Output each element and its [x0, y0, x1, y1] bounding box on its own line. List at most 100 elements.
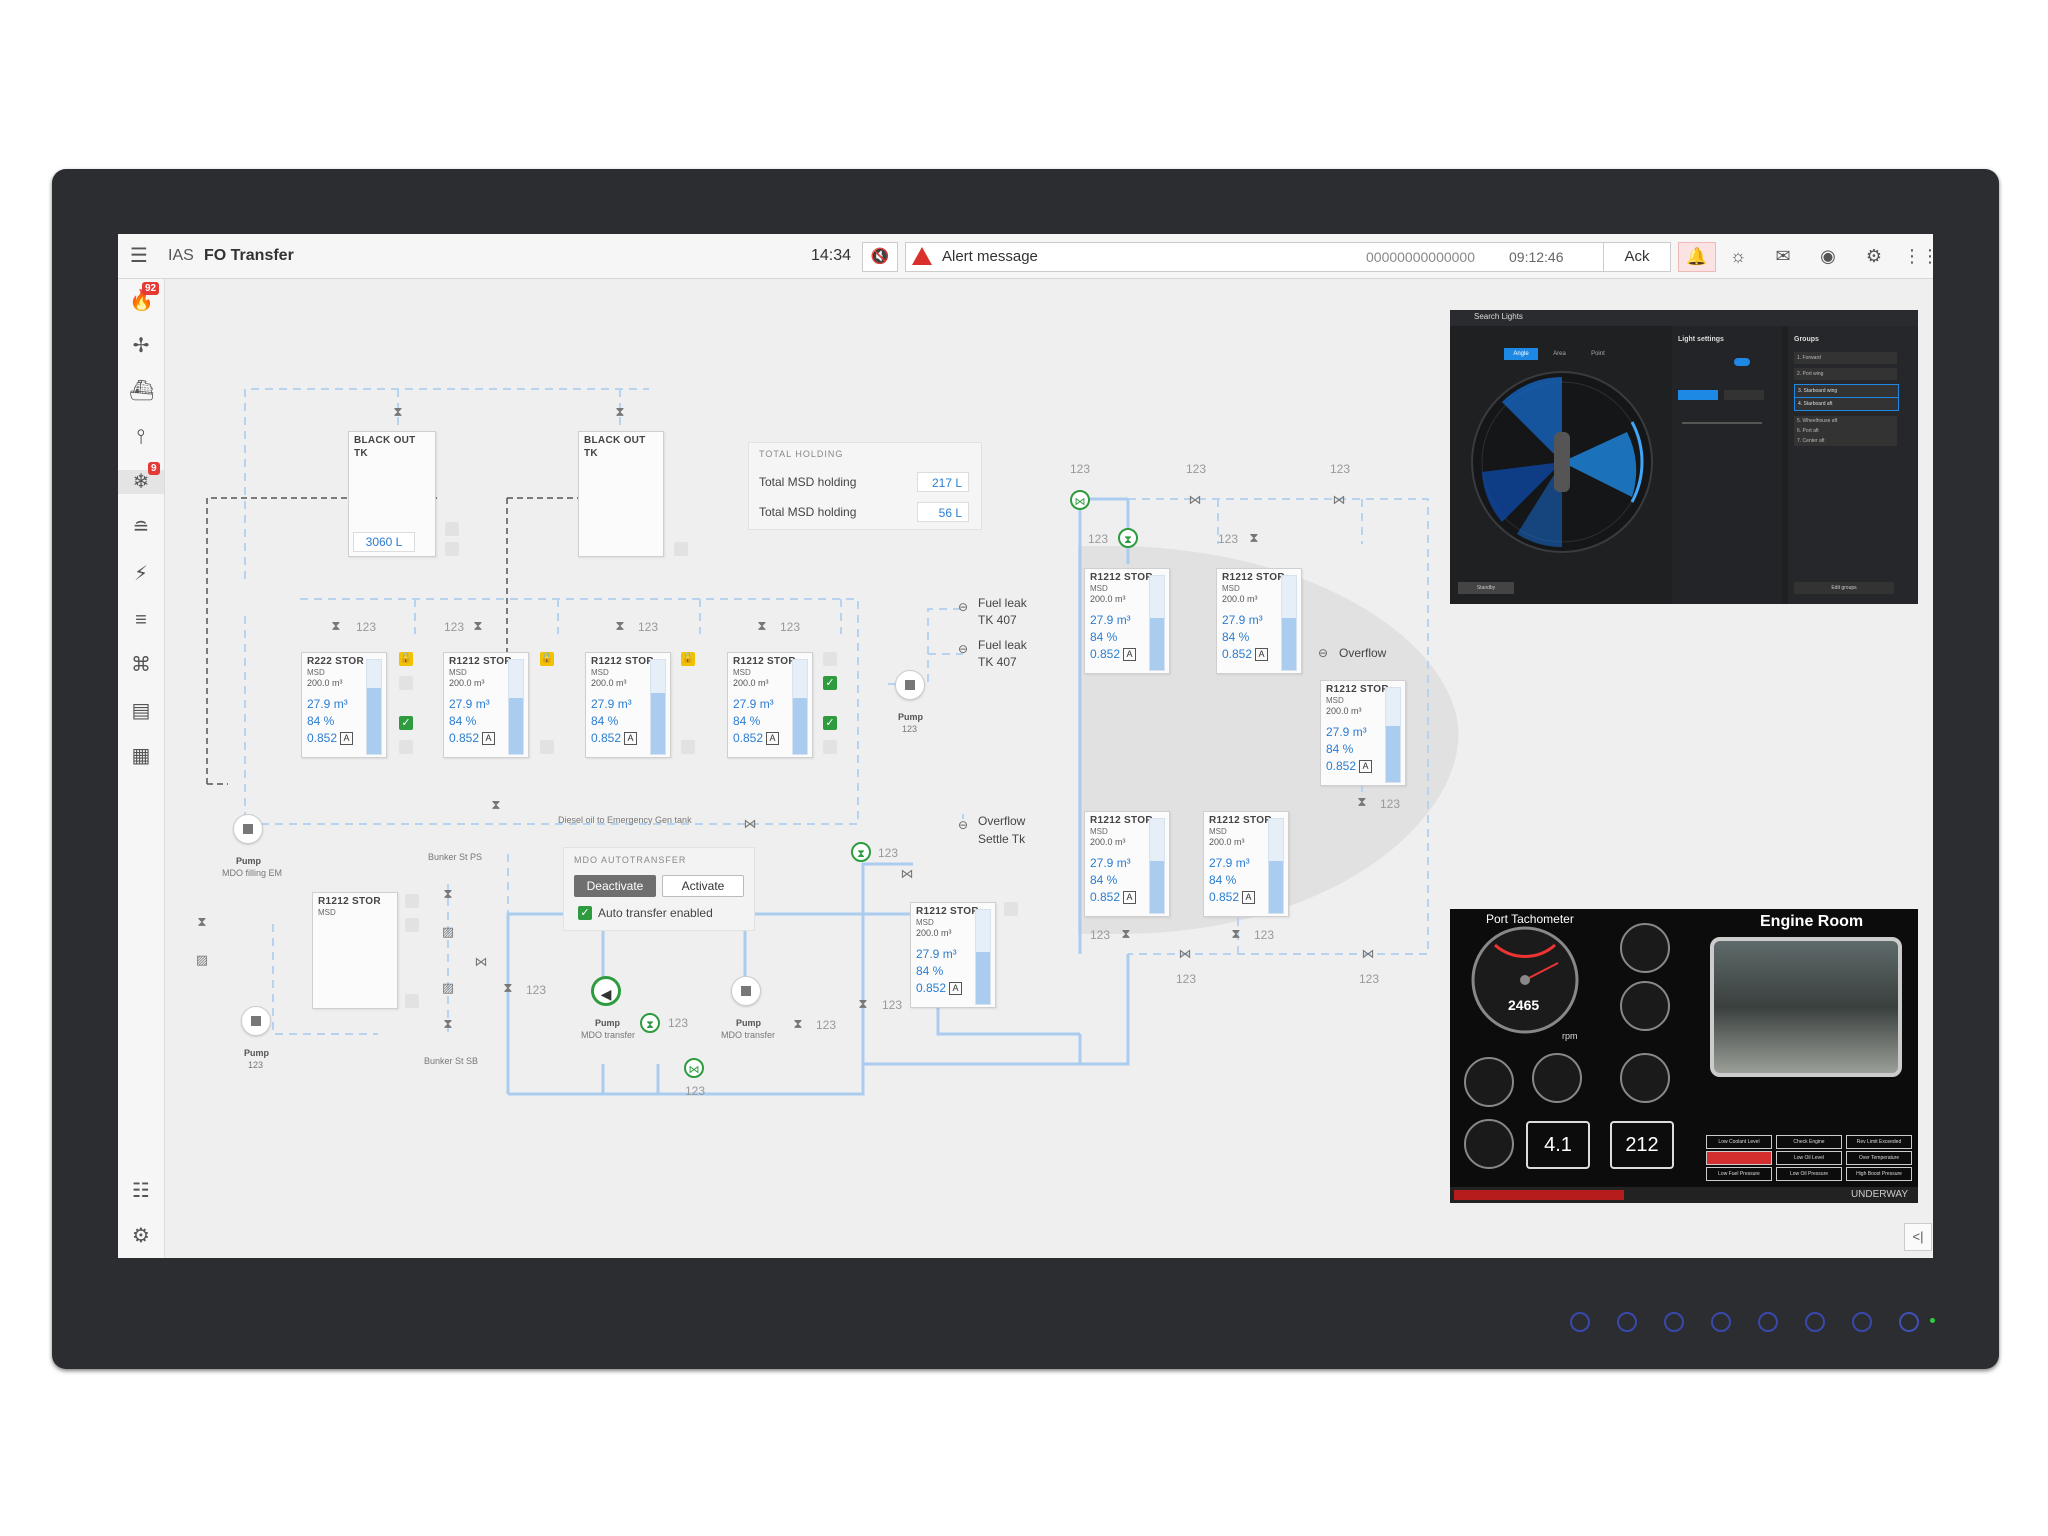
group-item[interactable]: 1. Forward [1794, 352, 1897, 364]
settings-gear-icon[interactable]: ⚙ [1865, 246, 1883, 266]
group-item[interactable]: 5. Wheelhouse aft [1794, 416, 1897, 426]
hw-button-icon[interactable] [1852, 1312, 1872, 1332]
open-butterfly-valve-icon[interactable]: ⋈ [1070, 490, 1090, 510]
standby-button[interactable]: Standby [1458, 582, 1514, 594]
auto-transfer-checkbox[interactable]: ✓ [578, 906, 592, 920]
deactivate-button[interactable]: Deactivate [574, 875, 656, 897]
group-item[interactable]: 6. Port aft [1794, 426, 1897, 436]
alert-bar[interactable]: Alert message 00000000000000 09:12:46 [905, 242, 1604, 272]
open-butterfly-valve-icon[interactable]: ⋈ [684, 1058, 704, 1078]
valve-icon[interactable]: ⧗ [858, 996, 868, 1011]
storage-tank[interactable]: R1212 STOR MSD 200.0 m³ 27.9 m³ 84 % 0.8… [1203, 811, 1289, 917]
open-valve-icon[interactable]: ⧗ [851, 842, 871, 862]
open-valve-icon[interactable]: ⧗ [1118, 528, 1138, 548]
user-icon[interactable]: ◉ [1820, 246, 1836, 266]
blackout-tank-1[interactable]: BLACK OUT TK 3060 L [348, 431, 436, 557]
storage-tank[interactable]: R1212 STOR MSD 200.0 m³ 27.9 m³ 84 % 0.8… [1216, 568, 1302, 674]
butterfly-valve-icon[interactable]: ⋈ [1361, 946, 1375, 961]
storage-tank[interactable]: R1212 STOR MSD 200.0 m³ 27.9 m³ 84 % 0.8… [727, 652, 813, 758]
spread-button[interactable] [1678, 390, 1718, 400]
alarm-button[interactable]: Low Coolant Level [1706, 1135, 1772, 1149]
butterfly-valve-icon[interactable]: ⋈ [743, 816, 757, 831]
tab-area[interactable]: Area [1553, 351, 1566, 357]
alarm-button[interactable]: Rev Limit Exceeded [1846, 1135, 1912, 1149]
valve-icon[interactable]: ⧗ [1121, 926, 1131, 941]
storage-tank[interactable]: R1212 STOR MSD 200.0 m³ 27.9 m³ 84 % 0.8… [910, 902, 996, 1008]
valve-icon[interactable]: ⧗ [757, 618, 767, 633]
hw-button-icon[interactable] [1711, 1312, 1731, 1332]
pump-icon[interactable] [233, 814, 263, 844]
valve-icon[interactable]: ⧗ [1231, 926, 1241, 941]
apps-grid-icon[interactable]: ⋮⋮ [1903, 246, 1933, 266]
engine-room-panel[interactable]: Port Tachometer 2465 rpm 4.1 212 Engine … [1450, 909, 1918, 1203]
engine-room-camera[interactable] [1710, 937, 1902, 1077]
alarm-button[interactable]: Over Temperature [1846, 1151, 1912, 1165]
hw-button-icon[interactable] [1570, 1312, 1590, 1332]
valve-icon[interactable]: ⧗ [393, 404, 403, 419]
storage-tank[interactable]: R1212 STOR MSD 200.0 m³ 27.9 m³ 84 % 0.8… [443, 652, 529, 758]
valve-icon[interactable]: ⧗ [473, 618, 483, 633]
blackout-tank-2[interactable]: BLACK OUT TK [578, 431, 664, 557]
sidebar-settings-icon[interactable]: ⚙ [132, 1225, 150, 1247]
group-item[interactable]: 3. Starboard wing [1794, 384, 1899, 398]
alarm-button[interactable]: Low Oil Level [1776, 1151, 1842, 1165]
group-item[interactable]: 2. Port wing [1794, 368, 1897, 380]
network-icon[interactable]: ⌘ [131, 654, 151, 676]
power-button-icon[interactable] [1899, 1312, 1919, 1332]
alarm-button[interactable]: Low Oil Pressure [1776, 1167, 1842, 1181]
brightness-icon[interactable]: ☼ [1729, 246, 1747, 266]
pump-icon[interactable] [241, 1006, 271, 1036]
power-icon[interactable]: ⚡ [133, 563, 149, 585]
ship-icon[interactable]: ⛴ [129, 380, 155, 402]
hw-button-icon[interactable] [1617, 1312, 1637, 1332]
valve-icon[interactable]: ⧗ [503, 980, 513, 995]
hw-button-icon[interactable] [1805, 1312, 1825, 1332]
hw-button-icon[interactable] [1758, 1312, 1778, 1332]
light-toggle[interactable] [1734, 358, 1750, 366]
message-icon[interactable]: ✉ [1775, 246, 1791, 266]
intensity-slider[interactable] [1682, 422, 1762, 424]
pump-running-icon[interactable]: ◀ [591, 976, 621, 1006]
storage-tank[interactable]: R222 STOR MSD 200.0 m³ 27.9 m³ 84 % 0.85… [301, 652, 387, 758]
storage-tank[interactable]: R1212 STOR MSD 200.0 m³ 27.9 m³ 84 % 0.8… [1084, 811, 1170, 917]
document-icon[interactable]: ▤ [131, 700, 151, 722]
tab-point[interactable]: Point [1591, 351, 1605, 357]
group-item[interactable]: 7. Center aft [1794, 436, 1897, 446]
menu-icon[interactable]: ☰ [130, 245, 148, 267]
alarm-button[interactable]: Low Fuel Pressure [1706, 1167, 1772, 1181]
valve-icon[interactable]: ⧗ [793, 1016, 803, 1031]
alarm-button[interactable]: High Boost Pressure [1846, 1167, 1912, 1181]
fire-icon[interactable]: 🔥 [129, 290, 154, 312]
tank-icon[interactable]: ≘ [132, 517, 150, 539]
ack-button[interactable]: Ack [1603, 242, 1671, 272]
fan-icon[interactable]: ✢ [132, 335, 150, 357]
storage-tank[interactable]: R1212 STOR MSD [312, 892, 398, 1009]
butterfly-valve-icon[interactable]: ⋈ [1188, 492, 1202, 507]
valve-icon[interactable]: ⧗ [615, 404, 625, 419]
alarm-button[interactable]: Check Engine [1776, 1135, 1842, 1149]
valve-icon[interactable]: ⫯ [136, 426, 146, 448]
storage-tank[interactable]: R1212 STOR MSD 200.0 m³ 27.9 m³ 84 % 0.8… [1320, 680, 1406, 786]
butterfly-valve-icon[interactable]: ⋈ [900, 866, 914, 881]
pump-icon[interactable] [731, 976, 761, 1006]
valve-icon[interactable]: ⧗ [443, 886, 453, 901]
alarm-button-active[interactable] [1706, 1151, 1772, 1165]
valve-icon[interactable]: ⧗ [1357, 794, 1367, 809]
valve-icon[interactable]: ⧗ [331, 618, 341, 633]
dashboard-icon[interactable]: ▦ [131, 745, 151, 767]
valve-icon[interactable]: ⧗ [197, 914, 207, 929]
search-lights-panel[interactable]: Search Lights Angle Area Point Light set… [1450, 310, 1918, 604]
edit-groups-button[interactable]: Edit groups [1794, 582, 1894, 594]
butterfly-valve-icon[interactable]: ⋈ [1332, 492, 1346, 507]
collapse-panel-button[interactable]: <| [1904, 1223, 1932, 1251]
storage-tank[interactable]: R1212 STOR MSD 200.0 m³ 27.9 m³ 84 % 0.8… [585, 652, 671, 758]
butterfly-valve-icon[interactable]: ⋈ [474, 954, 488, 969]
valve-icon[interactable]: ⧗ [615, 618, 625, 633]
pump-icon[interactable] [895, 670, 925, 700]
mute-button[interactable]: 🔇 [862, 242, 898, 272]
focused-button[interactable] [1724, 390, 1764, 400]
hw-button-icon[interactable] [1664, 1312, 1684, 1332]
alarm-bell-button[interactable]: 🔔 [1678, 242, 1716, 272]
event-log-icon[interactable]: ☷ [132, 1180, 150, 1202]
tab-angle[interactable]: Angle [1504, 348, 1538, 360]
